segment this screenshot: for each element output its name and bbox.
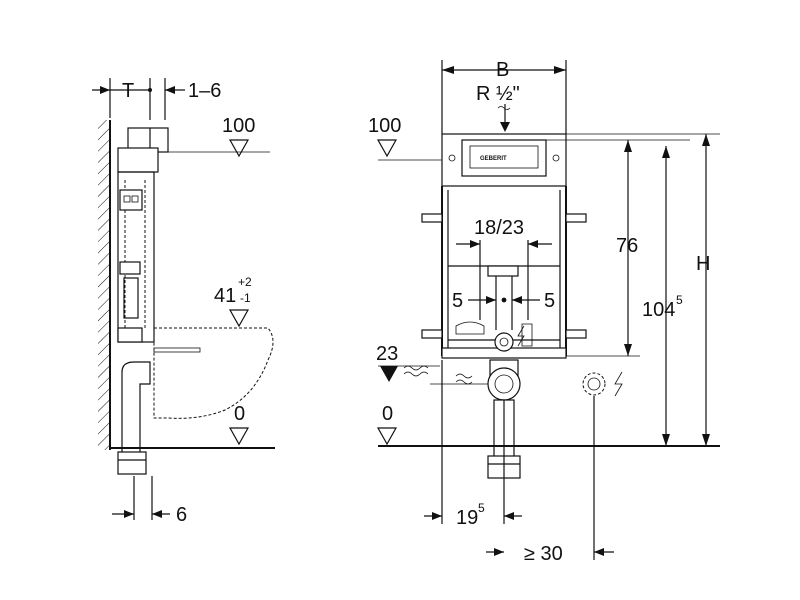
supply-label: R ½": [476, 83, 520, 105]
arrow-icon: [662, 434, 670, 446]
mounting-lug: [421, 329, 443, 339]
right-offset: 5: [544, 290, 555, 312]
drain-outlet: [487, 367, 521, 401]
bracket: [119, 189, 143, 211]
front-top-level: 100: [368, 115, 401, 137]
arrow-icon: [702, 134, 710, 146]
arrow-icon: [494, 548, 504, 556]
width-label: B: [496, 59, 509, 81]
front-floor-level: 0: [382, 403, 393, 425]
arrow-icon: [100, 86, 110, 94]
arrow-icon: [432, 512, 442, 520]
drain-connector: [494, 332, 514, 352]
offset-bottom-sup: 5: [478, 501, 485, 515]
arrow-icon: [470, 240, 480, 248]
arrow-icon: [512, 296, 522, 304]
arrow-icon: [624, 344, 632, 356]
mounting-lug: [565, 213, 587, 223]
electric-bolt-icon: [517, 325, 525, 347]
drain-pipe: [121, 361, 151, 457]
arrow-icon: [486, 296, 496, 304]
level-triangle-icon: [228, 139, 250, 158]
adjust-label: 1–6: [188, 80, 221, 102]
front-view: B R ½" GEBERIT 100: [368, 59, 720, 565]
level-triangle-icon: [228, 309, 250, 328]
level-triangle-icon: [376, 139, 398, 158]
arrow-icon: [594, 548, 604, 556]
drain-level: 23: [376, 343, 398, 365]
level-triangle-icon: [380, 366, 398, 382]
arrow-icon: [624, 140, 632, 152]
arrow-icon: [442, 66, 454, 74]
supply-arrow-icon: [500, 122, 510, 132]
height-104-label: 104: [642, 299, 675, 321]
arrow-icon: [124, 510, 134, 518]
electric-box: [582, 372, 606, 396]
side-top-level: 100: [222, 115, 255, 137]
brand-logo: GEBERIT: [480, 156, 507, 162]
level-triangle-icon: [376, 427, 398, 446]
arrow-icon: [165, 86, 175, 94]
mounting-lug: [421, 213, 443, 223]
level-triangle-icon: [228, 427, 250, 446]
bottom-offset: 6: [176, 504, 187, 526]
arrow-icon: [554, 66, 566, 74]
arrow-icon: [504, 512, 514, 520]
drain-socket: [117, 451, 147, 475]
height-76-label: 76: [616, 235, 638, 257]
arrow-icon: [152, 510, 162, 518]
arrow-icon: [528, 240, 538, 248]
arrow-icon: [662, 146, 670, 158]
wall-hatch: [98, 120, 110, 450]
water-wave-icon: [455, 373, 473, 385]
seat-level: 41: [214, 285, 236, 307]
water-wave-icon: [497, 106, 511, 110]
left-offset: 5: [452, 290, 463, 312]
side-floor-level: 0: [234, 403, 245, 425]
arrow-icon: [702, 434, 710, 446]
cistern-body: [117, 147, 159, 173]
electric-bolt-icon: [614, 371, 623, 397]
toilet-outline: [153, 327, 274, 419]
mounting-lug: [565, 329, 587, 339]
water-wave-icon: [403, 365, 429, 377]
seat-level-sup: +2: [238, 275, 252, 289]
depth-label: T: [122, 80, 134, 102]
offset-bottom-label: 19: [456, 507, 478, 529]
height-104-sup: 5: [676, 293, 683, 307]
spacing-label: 18/23: [474, 217, 524, 239]
side-view: T 1–6 100 41 +2 -1: [92, 78, 275, 526]
seat-level-sub: -1: [240, 291, 251, 305]
height-total-label: H: [696, 253, 710, 275]
min-distance-label: ≥ 30: [524, 543, 563, 565]
